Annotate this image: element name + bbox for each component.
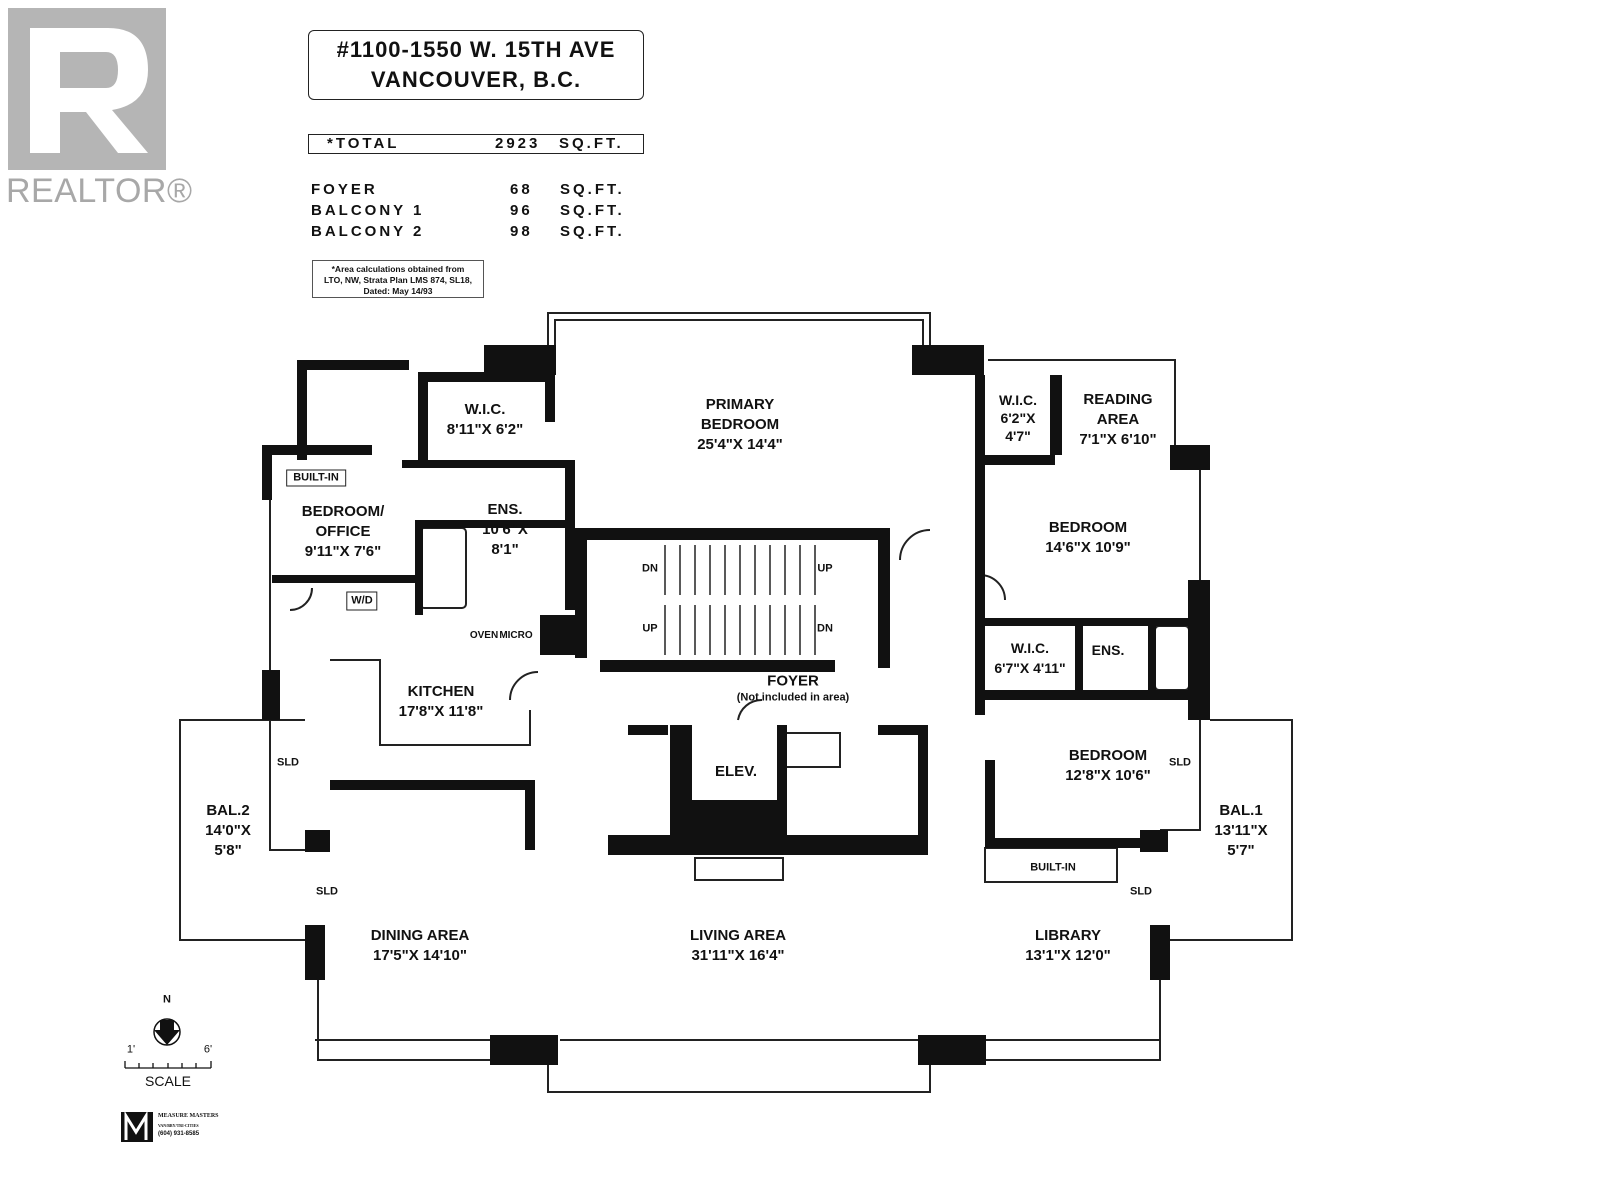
company-phone: (604) 931-8585 bbox=[158, 1131, 200, 1137]
total-value: 2923 bbox=[495, 135, 541, 152]
room-foyer: FOYER(Not included in area) bbox=[736, 672, 850, 704]
area-value: 68 bbox=[510, 181, 533, 198]
scale-bar bbox=[124, 1061, 212, 1069]
measure-masters-logo-icon bbox=[121, 1110, 153, 1142]
area-unit: SQ.FT. bbox=[560, 181, 625, 198]
oven: OVEN bbox=[469, 630, 499, 641]
note-line: *Area calculations obtained from bbox=[331, 264, 465, 274]
built-in-2: BUILT-IN bbox=[1030, 861, 1076, 874]
balcony-1 bbox=[1170, 719, 1293, 941]
area-note: *Area calculations obtained from LTO, NW… bbox=[312, 260, 484, 298]
washer-dryer: W/D bbox=[346, 591, 378, 611]
address-line2: VANCOUVER, B.C. bbox=[370, 67, 582, 92]
built-in-1: BUILT-IN bbox=[286, 469, 346, 487]
room-ensuite-2: ENS. bbox=[1091, 642, 1125, 658]
balcony-2 bbox=[179, 719, 305, 941]
address-box: #1100-1550 W. 15TH AVE VANCOUVER, B.C. bbox=[308, 30, 644, 100]
room-wic-1: W.I.C.8'11"X 6'2" bbox=[446, 401, 524, 438]
total-label: *TOTAL bbox=[327, 135, 400, 152]
north-arrow-icon bbox=[153, 1018, 181, 1046]
company-name: MEASURE MASTERS bbox=[158, 1113, 219, 1119]
stair-up-label: UP bbox=[642, 622, 658, 635]
room-wic-3: W.I.C.6'7"X 4'11" bbox=[994, 640, 1066, 676]
company-info: MEASURE MASTERS VAN/BBY/TRI-CITIES (604)… bbox=[158, 1112, 219, 1139]
realtor-r-icon bbox=[30, 28, 148, 153]
elevator: ELEV. bbox=[715, 763, 757, 780]
area-unit: SQ.FT. bbox=[560, 223, 625, 240]
area-label: BALCONY 1 bbox=[311, 202, 425, 219]
total-unit: SQ.FT. bbox=[559, 135, 624, 152]
sliding-door-label: SLD bbox=[316, 885, 338, 898]
area-value: 96 bbox=[510, 202, 533, 219]
note-line: LTO, NW, Strata Plan LMS 874, SL18, bbox=[323, 275, 472, 285]
stair-up-label: UP bbox=[817, 562, 833, 575]
note-line: Dated: May 14/93 bbox=[363, 286, 433, 296]
sliding-door-label: SLD bbox=[277, 756, 299, 769]
area-label: BALCONY 2 bbox=[311, 223, 425, 240]
scale-start: 1' bbox=[126, 1043, 136, 1056]
sliding-door-label: SLD bbox=[1130, 885, 1152, 898]
area-label: FOYER bbox=[311, 181, 378, 198]
sliding-door-label: SLD bbox=[1169, 756, 1191, 769]
stair-down-label: DN bbox=[642, 562, 658, 575]
area-unit: SQ.FT. bbox=[560, 202, 625, 219]
address-line1: #1100-1550 W. 15TH AVE bbox=[336, 37, 616, 62]
area-value: 98 bbox=[510, 223, 533, 240]
realtor-logo bbox=[8, 8, 166, 170]
primary-window bbox=[547, 312, 931, 345]
microwave: MICRO bbox=[499, 630, 533, 641]
north-label: N bbox=[163, 993, 171, 1006]
scale-label: SCALE bbox=[145, 1073, 191, 1089]
total-area-box: *TOTAL 2923 SQ.FT. bbox=[308, 134, 644, 154]
scale-end: 6' bbox=[203, 1043, 213, 1056]
realtor-logo-text: REALTOR® bbox=[6, 172, 193, 210]
stair-down-label: DN bbox=[817, 622, 833, 635]
company-sub: VAN/BBY/TRI-CITIES bbox=[158, 1123, 199, 1128]
